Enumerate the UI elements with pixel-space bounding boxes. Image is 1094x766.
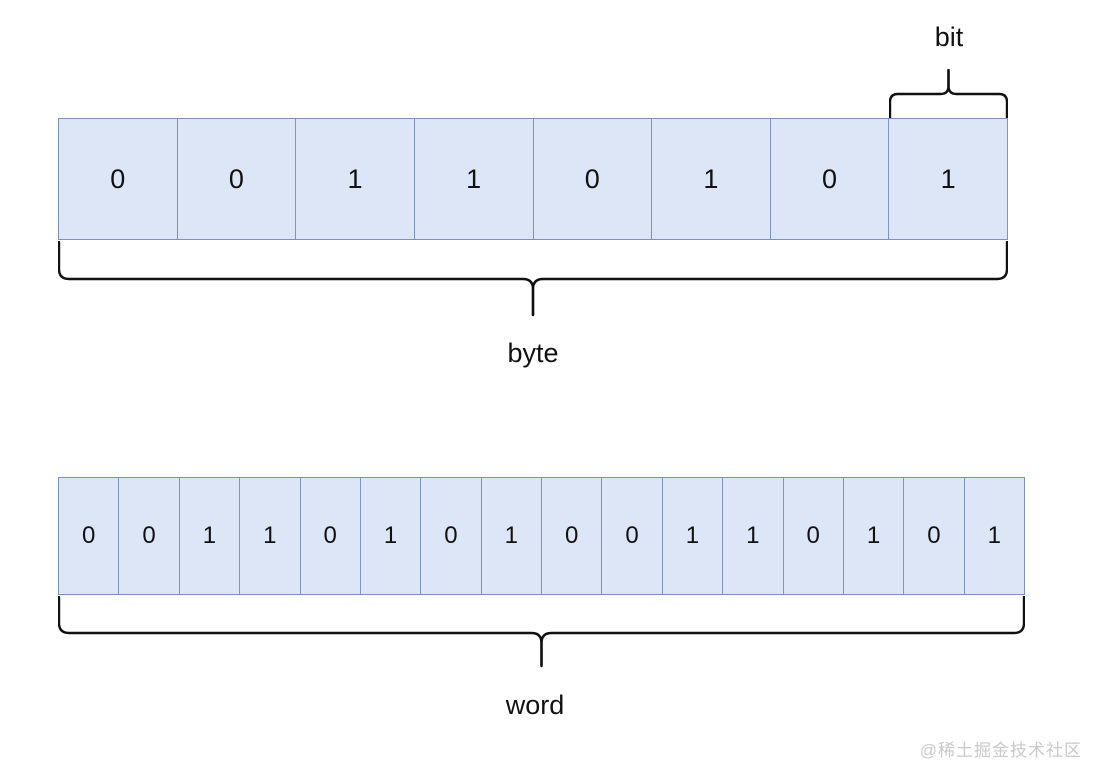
bit-label: bit [934, 22, 964, 52]
bit-cell: 1 [661, 478, 723, 594]
bit-cell: 1 [413, 119, 533, 239]
bit-cell: 0 [59, 478, 119, 594]
bit-cell: 1 [888, 119, 1007, 239]
bit-cell: 0 [769, 119, 889, 239]
word-brace [58, 596, 1025, 668]
bit-cell: 0 [541, 478, 602, 594]
bit-cell: 1 [963, 478, 1024, 594]
bit-cell: 0 [420, 478, 481, 594]
bit-brace [889, 69, 1008, 120]
bit-cell: 0 [59, 119, 177, 239]
bit-cell: 0 [903, 478, 964, 594]
byte-label: byte [507, 338, 559, 368]
bit-cell: 1 [722, 478, 783, 594]
bit-cell: 1 [651, 119, 770, 239]
byte-brace [58, 241, 1008, 317]
word-label: word [505, 690, 565, 720]
bit-cell: 1 [842, 478, 904, 594]
bit-cell: 0 [299, 478, 360, 594]
watermark-text: @稀土掘金技术社区 [919, 741, 1082, 760]
bit-cell: 1 [480, 478, 541, 594]
bit-cell: 1 [239, 478, 300, 594]
bit-cell: 0 [532, 119, 652, 239]
bit-cell: 1 [178, 478, 240, 594]
bit-cell: 0 [176, 119, 296, 239]
bit-cell: 0 [782, 478, 843, 594]
bit-cell: 0 [118, 478, 179, 594]
bit-cell: 1 [295, 119, 414, 239]
bit-cell: 0 [601, 478, 662, 594]
bit-cell: 1 [359, 478, 421, 594]
